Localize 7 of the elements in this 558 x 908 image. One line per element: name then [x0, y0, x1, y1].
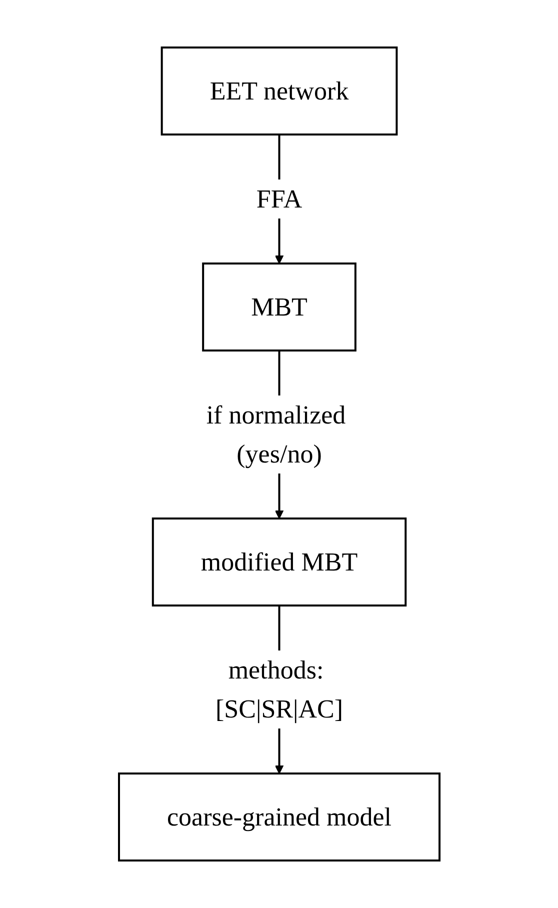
- edge-label: methods: [SC|SR|AC]: [215, 656, 343, 724]
- node-box: MBT: [202, 262, 356, 352]
- node-box: EET network: [160, 46, 398, 136]
- edge-label: FFA: [256, 184, 302, 214]
- node-box: coarse-grained model: [118, 772, 440, 862]
- edge-label: if normalized (yes/no): [206, 400, 346, 468]
- node-box: modified MBT: [152, 518, 406, 606]
